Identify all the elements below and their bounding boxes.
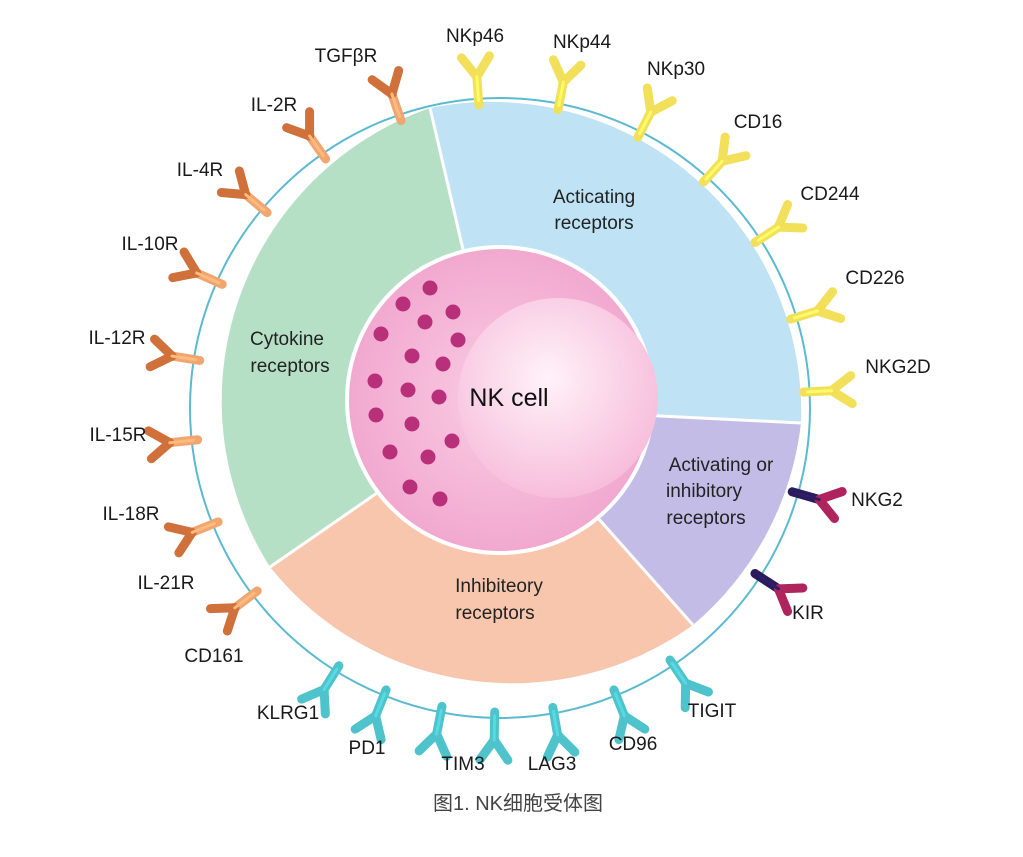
granule: [367, 373, 383, 389]
cytokine-section-label-line1: Cytokine: [250, 329, 324, 350]
label-cd244: CD244: [800, 184, 860, 205]
receptor-nkp30: [633, 83, 677, 142]
receptor-il-10r: [168, 247, 227, 289]
granules: [367, 280, 466, 507]
label-nkp46: NKp46: [446, 26, 504, 47]
label-il18r: IL-18R: [102, 504, 159, 525]
label-cd161: CD161: [184, 646, 243, 667]
granule: [382, 444, 398, 460]
label-tigit: TIGIT: [688, 701, 737, 722]
granule: [400, 382, 416, 398]
mixed-section-label-line3: receptors: [666, 508, 745, 529]
receptor-il-4r: [216, 166, 272, 218]
label-lag3: LAG3: [528, 754, 577, 775]
label-cd96: CD96: [609, 734, 658, 755]
label-kir: KIR: [792, 603, 824, 624]
label-il15r: IL-15R: [89, 425, 146, 446]
cell-membrane: [189, 97, 811, 719]
granule: [404, 416, 420, 432]
granule: [417, 314, 433, 330]
receptor-tim3: [475, 707, 513, 765]
nucleus: [458, 298, 658, 498]
label-il4r: IL-4R: [177, 160, 223, 181]
receptor-lag3: [542, 702, 580, 762]
receptor-cd161: [297, 661, 344, 719]
granule: [395, 296, 411, 312]
receptor-cd226: [786, 287, 846, 324]
activating-section-label-line1: Acticating: [553, 187, 635, 208]
label-nkg2: NKG2: [851, 490, 903, 511]
granule: [431, 389, 447, 405]
granule: [402, 479, 418, 495]
receptor-labels: NKp46 NKp44 NKp30 CD16 CD244 CD226 NKG2D…: [88, 26, 930, 775]
receptor-il-12r: [145, 334, 205, 372]
mixed-section-label-line2: inhibitory: [666, 481, 743, 502]
activating-section-label-line2: receptors: [554, 213, 633, 234]
granule: [432, 491, 448, 507]
label-tim3: TIM3: [441, 754, 484, 775]
receptor-nkg2: [787, 487, 847, 523]
receptor-il-21r: [205, 586, 262, 636]
label-il2r: IL-2R: [251, 95, 297, 116]
granule: [422, 280, 438, 296]
granule: [368, 407, 384, 423]
granule: [435, 356, 451, 372]
granule: [404, 348, 420, 364]
receptor-nkp44: [548, 55, 586, 115]
inhibitory-section-label-line2: receptors: [455, 603, 534, 624]
receptor-nkg2d: [799, 371, 857, 409]
label-nkp30: NKp30: [647, 59, 705, 80]
receptor-il-18r: [163, 517, 223, 558]
label-il12r: IL-12R: [88, 328, 145, 349]
mixed-section-label-line1: Activating or: [669, 455, 774, 476]
label-nkp44: NKp44: [553, 32, 612, 53]
receptor-tigit: [665, 655, 713, 713]
receptor-nkp46: [456, 51, 494, 110]
receptor-il-2r: [282, 107, 331, 164]
granule: [444, 433, 460, 449]
label-cd226: CD226: [845, 268, 904, 289]
label-klrg1: KLRG1: [257, 703, 319, 724]
label-cd16: CD16: [734, 112, 783, 133]
receptor-tgf-r: [367, 66, 406, 126]
figure-caption: 图1. NK细胞受体图: [433, 792, 603, 815]
label-nkg2d: NKG2D: [865, 357, 930, 378]
granule: [445, 304, 461, 320]
granule: [420, 449, 436, 465]
receptor-pd1: [414, 701, 452, 761]
receptor-cd16: [698, 132, 751, 187]
label-il21r: IL-21R: [137, 573, 194, 594]
label-tgfbr: TGFβR: [315, 46, 378, 67]
receptor-klrg1: [350, 685, 391, 745]
label-il10r: IL-10R: [121, 234, 178, 255]
receptor-cd96: [609, 685, 650, 745]
receptors: [143, 51, 857, 765]
granule: [450, 332, 466, 348]
nucleus-label: NK cell: [469, 384, 548, 412]
receptor-cd244: [750, 200, 808, 247]
receptor-kir: [750, 569, 808, 616]
cytokine-section-label-line2: receptors: [250, 356, 329, 377]
receptor-il-15r: [143, 426, 203, 464]
inhibitory-section-label-line1: Inhibiteory: [455, 576, 543, 597]
granule: [373, 326, 389, 342]
label-pd1: PD1: [349, 738, 386, 759]
